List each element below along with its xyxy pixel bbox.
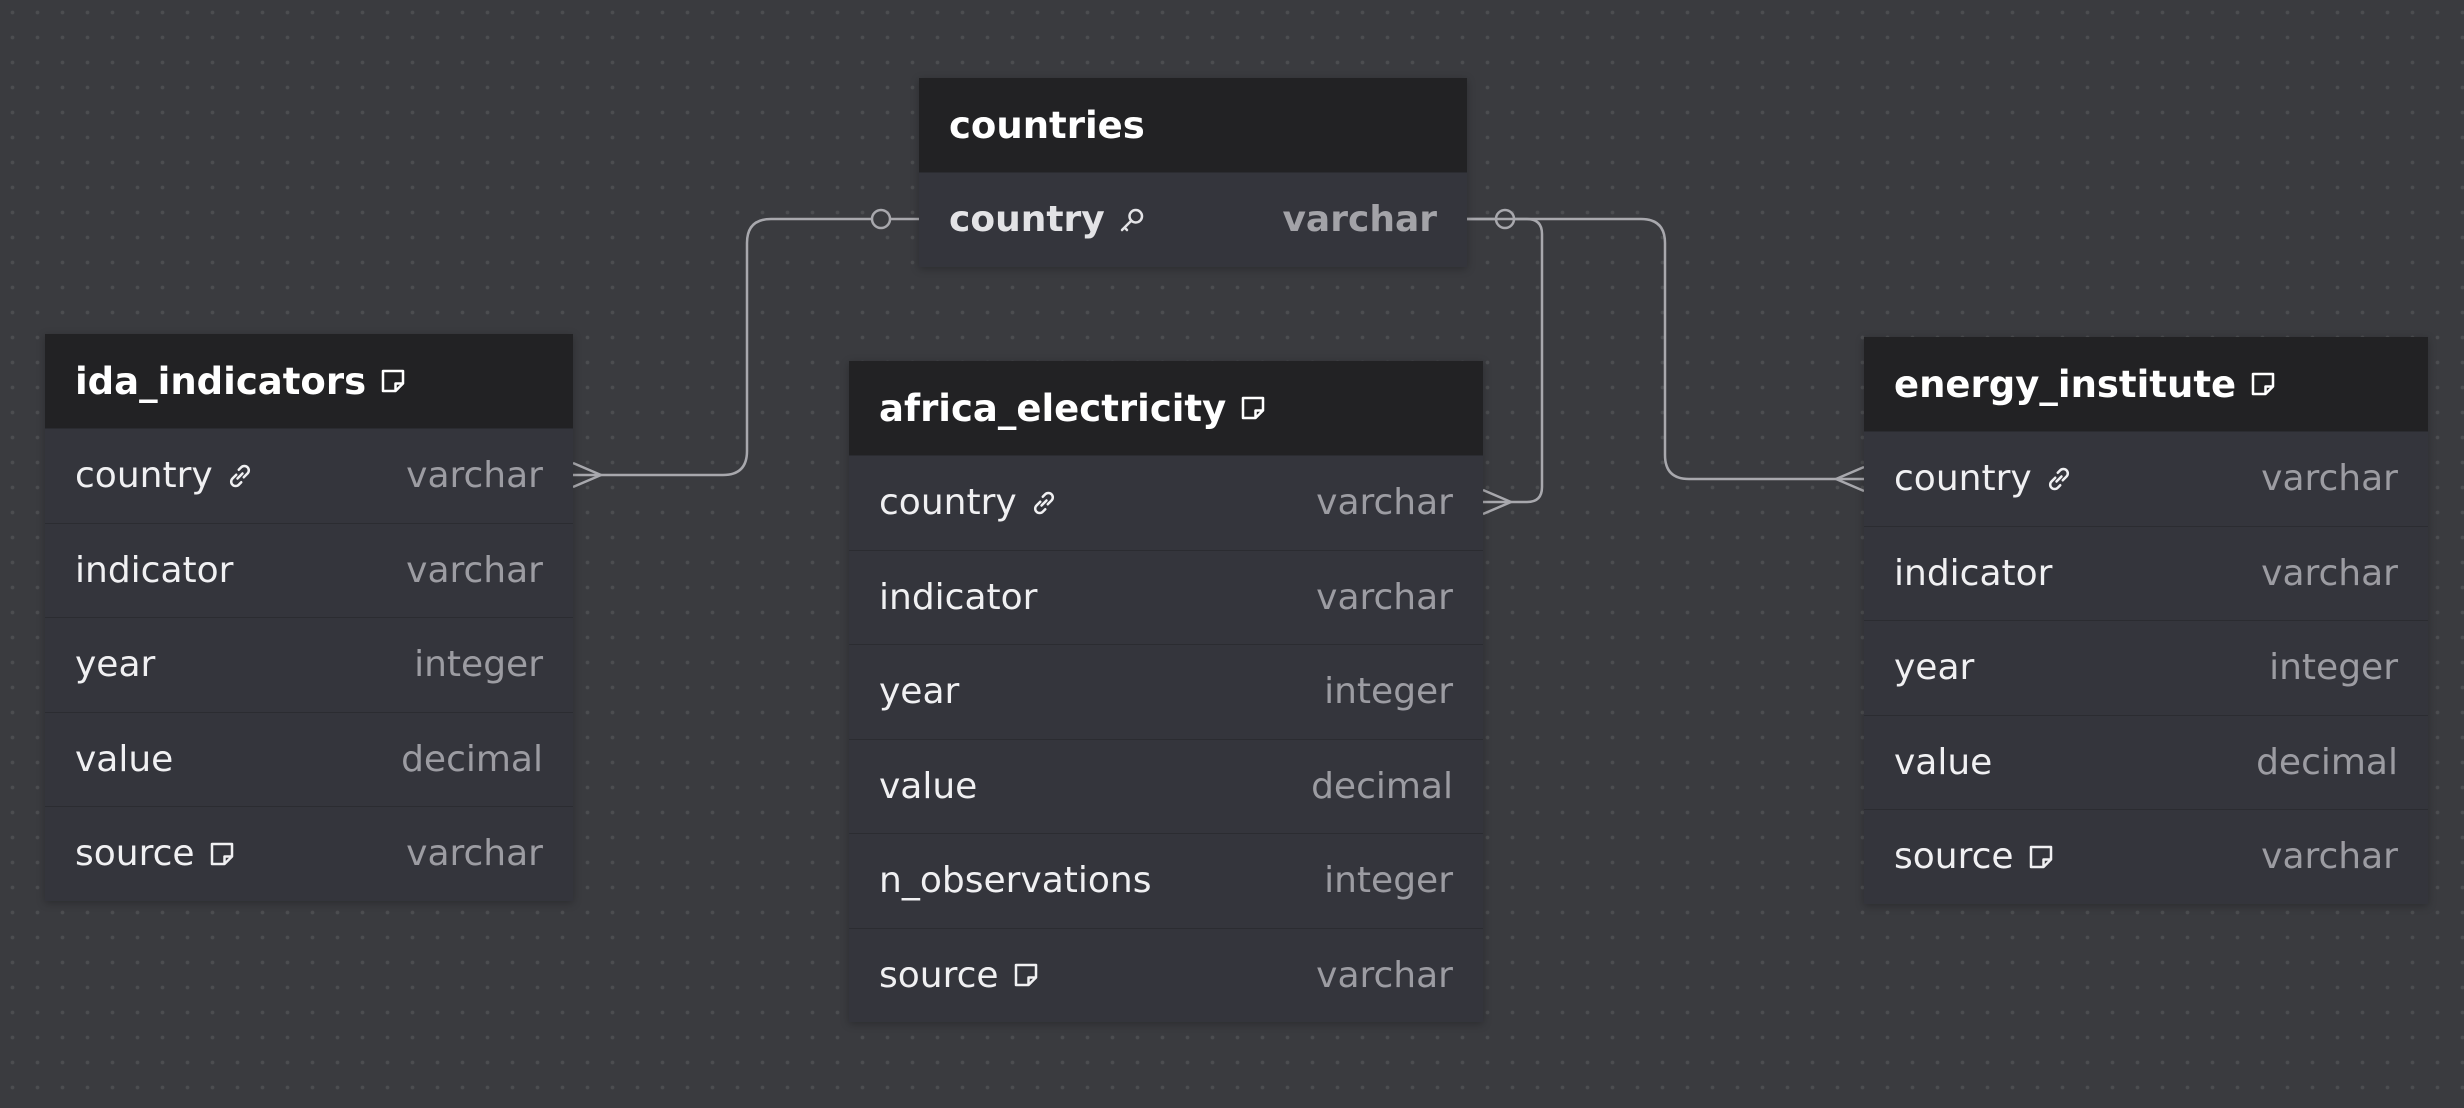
field-row-n-observations[interactable]: n_observations integer (849, 833, 1483, 928)
field-name: year (75, 644, 156, 686)
table-title: energy_institute (1894, 362, 2237, 406)
table-ida-indicators[interactable]: ida_indicators country varchar indicator… (45, 334, 573, 901)
field-type: decimal (2256, 741, 2398, 783)
field-name: country (949, 199, 1105, 241)
edge-many-marker (1482, 488, 1512, 516)
field-name: indicator (1894, 552, 2053, 594)
field-row-value[interactable]: value decimal (849, 738, 1483, 834)
table-energy-institute[interactable]: energy_institute country varchar indicat… (1864, 337, 2428, 904)
field-type: varchar (2261, 836, 2398, 878)
field-type: integer (1324, 860, 1453, 902)
table-header[interactable]: africa_electricity (849, 361, 1483, 455)
field-name: year (879, 671, 960, 713)
field-name: year (1894, 647, 1975, 689)
field-type: varchar (1316, 482, 1453, 524)
field-name: country (75, 455, 213, 497)
edge-many-marker (1835, 465, 1865, 493)
field-row-indicator[interactable]: indicator varchar (1864, 525, 2428, 621)
field-name: source (75, 833, 195, 875)
field-row-country[interactable]: country varchar (1864, 431, 2428, 526)
field-type: decimal (1311, 765, 1453, 807)
field-type: varchar (406, 833, 543, 875)
field-row-country[interactable]: country varchar (919, 172, 1467, 267)
table-title: countries (949, 103, 1145, 147)
field-row-source[interactable]: source varchar (1864, 809, 2428, 904)
field-row-year[interactable]: year integer (1864, 620, 2428, 715)
field-type: integer (2269, 647, 2398, 689)
field-row-value[interactable]: value decimal (1864, 714, 2428, 810)
field-name: source (879, 954, 999, 996)
note-icon[interactable] (378, 366, 408, 396)
table-countries[interactable]: countries country varchar (919, 78, 1467, 267)
field-type: varchar (406, 549, 543, 591)
field-name: country (879, 482, 1017, 524)
edge-countries-ida-indicators[interactable] (573, 217, 919, 477)
note-icon[interactable] (1238, 393, 1268, 423)
key-icon (1117, 205, 1147, 235)
link-icon (2044, 464, 2074, 494)
table-africa-electricity[interactable]: africa_electricity country varchar indic… (849, 361, 1483, 1022)
field-row-source[interactable]: source varchar (849, 927, 1483, 1023)
field-row-source[interactable]: source varchar (45, 806, 573, 901)
field-type: varchar (1316, 954, 1453, 996)
table-title: ida_indicators (75, 359, 367, 403)
field-name: source (1894, 836, 2014, 878)
field-type: varchar (1316, 576, 1453, 618)
field-type: varchar (406, 455, 543, 497)
field-type: varchar (2261, 552, 2398, 594)
field-type: varchar (2261, 458, 2398, 500)
table-title: africa_electricity (879, 386, 1227, 430)
edge-one-marker (870, 208, 892, 230)
field-name: indicator (879, 576, 1038, 618)
field-row-country[interactable]: country varchar (849, 455, 1483, 550)
note-icon[interactable] (207, 839, 237, 869)
field-row-country[interactable]: country varchar (45, 428, 573, 523)
field-type: integer (1324, 671, 1453, 713)
field-name: n_observations (879, 860, 1152, 902)
field-type: integer (414, 644, 543, 686)
field-row-year[interactable]: year integer (45, 617, 573, 712)
field-name: value (879, 765, 978, 807)
table-header[interactable]: energy_institute (1864, 337, 2428, 431)
field-name: value (1894, 741, 1993, 783)
field-name: indicator (75, 549, 234, 591)
note-icon[interactable] (2026, 842, 2056, 872)
field-row-year[interactable]: year integer (849, 644, 1483, 739)
field-name: country (1894, 458, 2032, 500)
table-header[interactable]: ida_indicators (45, 334, 573, 428)
table-header[interactable]: countries (919, 78, 1467, 172)
note-icon[interactable] (2248, 369, 2278, 399)
field-name: value (75, 738, 174, 780)
field-type: decimal (401, 738, 543, 780)
field-row-indicator[interactable]: indicator varchar (45, 522, 573, 618)
field-type: varchar (1282, 199, 1437, 241)
field-row-indicator[interactable]: indicator varchar (849, 549, 1483, 645)
note-icon[interactable] (1011, 960, 1041, 990)
field-row-value[interactable]: value decimal (45, 711, 573, 807)
edge-countries-energy-institute[interactable] (1467, 217, 1864, 481)
edge-many-marker (572, 461, 602, 489)
link-icon (225, 461, 255, 491)
link-icon (1029, 488, 1059, 518)
